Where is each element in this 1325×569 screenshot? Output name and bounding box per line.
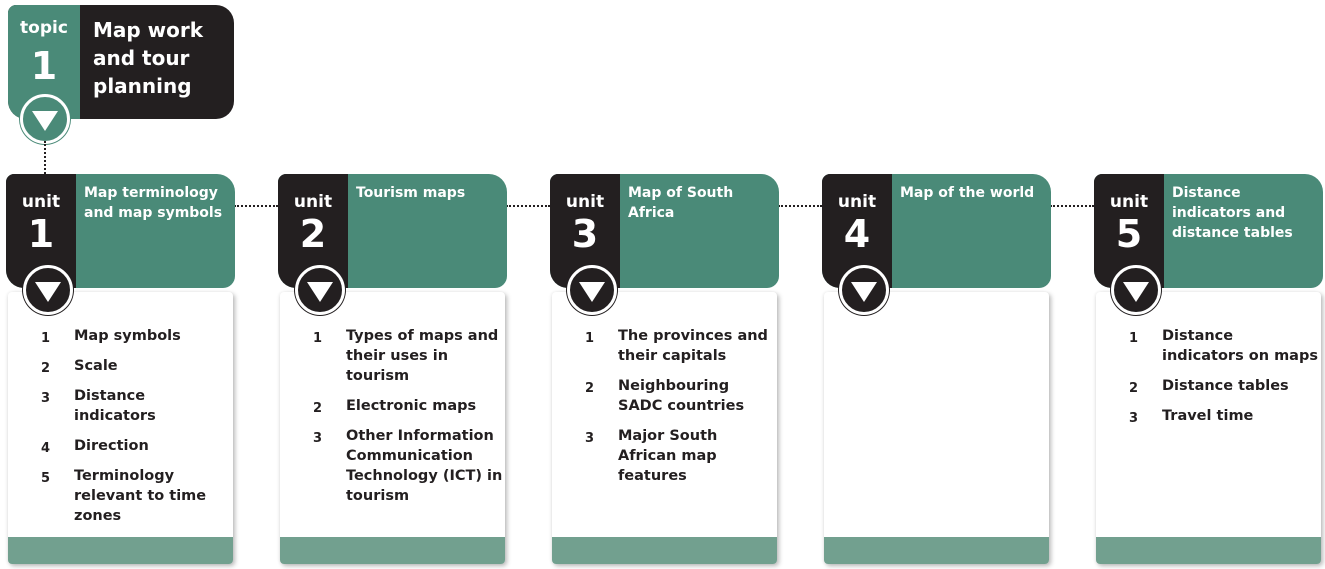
unit-number: 5 xyxy=(1115,212,1143,256)
unit-connector xyxy=(778,205,822,207)
unit-card xyxy=(8,292,233,564)
item-number: 5 xyxy=(41,471,51,486)
unit-expand-button[interactable] xyxy=(23,265,73,315)
item-number: 1 xyxy=(313,331,323,346)
unit-number: 3 xyxy=(571,212,599,256)
unit-label: unit xyxy=(565,192,605,212)
item-number: 3 xyxy=(585,431,595,446)
topic-label: topic xyxy=(20,18,68,38)
unit-label: unit xyxy=(837,192,877,212)
unit-title: Map terminology and map symbols xyxy=(84,185,223,221)
item-number: 2 xyxy=(313,401,323,416)
item-text: The provinces and their capitals xyxy=(618,328,768,364)
triangle-down-icon xyxy=(851,282,877,302)
unit-title: Distance indicators and distance tables xyxy=(1172,185,1293,241)
item-text: Scale xyxy=(74,358,118,374)
topic-number: 1 xyxy=(30,44,58,88)
unit-list-item: 2 Distance tables xyxy=(1129,376,1319,396)
unit-card-footer xyxy=(8,537,233,564)
unit-list-item: 3 Other Information Communication Technol… xyxy=(313,426,503,506)
unit-connector xyxy=(234,205,278,207)
unit-card xyxy=(1096,292,1321,564)
unit-expand-button[interactable] xyxy=(295,265,345,315)
item-number: 2 xyxy=(41,361,51,376)
unit-title: Tourism maps xyxy=(356,185,466,201)
topic-connector xyxy=(44,141,46,174)
triangle-down-icon xyxy=(579,282,605,302)
item-number: 1 xyxy=(585,331,595,346)
unit-card-footer xyxy=(824,537,1049,564)
item-text: Terminology relevant to time zones xyxy=(74,468,207,524)
unit-card-footer xyxy=(280,537,505,564)
unit-title: Map of the world xyxy=(900,185,1035,201)
item-text: Other Information Communication Technolo… xyxy=(346,428,503,504)
unit-topic-list: 1 Map symbols 2 Scale 3 Distance indicators 4 D… xyxy=(41,326,231,536)
triangle-down-icon xyxy=(35,282,61,302)
item-text: Travel time xyxy=(1162,408,1254,424)
item-text: Distance tables xyxy=(1162,378,1289,394)
unit-number: 1 xyxy=(27,212,55,256)
unit-label: unit xyxy=(21,192,61,212)
item-text: Neighbouring SADC countries xyxy=(618,378,745,414)
triangle-down-icon xyxy=(32,111,58,131)
item-number: 1 xyxy=(1129,331,1139,346)
unit-number: 4 xyxy=(843,212,871,256)
unit-list-item: 1 Types of maps and their uses in tourism xyxy=(313,326,503,386)
item-text: Distance indicators xyxy=(74,388,156,424)
unit-label: unit xyxy=(293,192,333,212)
unit-connector xyxy=(506,205,550,207)
item-text: Major South African map features xyxy=(618,428,718,484)
unit-list-item: 1 Distance indicators on maps xyxy=(1129,326,1319,366)
unit-expand-button[interactable] xyxy=(1111,265,1161,315)
unit-card xyxy=(552,292,777,564)
unit-expand-button[interactable] xyxy=(567,265,617,315)
triangle-down-icon xyxy=(1123,282,1149,302)
item-text: Distance indicators on maps xyxy=(1162,328,1318,364)
item-text: Direction xyxy=(74,438,149,454)
unit-title: Map of South Africa xyxy=(628,185,734,221)
unit-list-item: 2 Scale xyxy=(41,356,231,376)
unit-topic-list: 1 Distance indicators on maps 2 Distance ta… xyxy=(1129,326,1319,436)
unit-card-footer xyxy=(1096,537,1321,564)
item-number: 2 xyxy=(585,381,595,396)
item-number: 4 xyxy=(41,441,51,456)
unit-label: unit xyxy=(1109,192,1149,212)
unit-connector xyxy=(1050,205,1094,207)
topic-title: Map work and tour planning xyxy=(93,18,204,98)
unit-card xyxy=(824,292,1049,564)
item-text: Types of maps and their uses in tourism xyxy=(346,328,499,384)
item-number: 1 xyxy=(41,331,51,346)
unit-list-item: 3 Travel time xyxy=(1129,406,1319,426)
unit-list-item: 3 Major South African map features xyxy=(585,426,775,486)
unit-list-item: 5 Terminology relevant to time zones xyxy=(41,466,231,526)
unit-list-item: 1 Map symbols xyxy=(41,326,231,346)
topic-expand-button[interactable] xyxy=(20,94,70,144)
unit-topic-list: 1 Types of maps and their uses in tourism… xyxy=(313,326,503,516)
unit-list-item: 1 The provinces and their capitals xyxy=(585,326,775,366)
unit-expand-button[interactable] xyxy=(839,265,889,315)
unit-list-item: 2 Neighbouring SADC countries xyxy=(585,376,775,416)
unit-card xyxy=(280,292,505,564)
item-text: Electronic maps xyxy=(346,398,477,414)
unit-list-item: 4 Direction xyxy=(41,436,231,456)
unit-topic-list: 1 The provinces and their capitals 2 Neighb… xyxy=(585,326,775,496)
item-number: 3 xyxy=(41,391,51,406)
item-number: 3 xyxy=(1129,411,1139,426)
item-number: 3 xyxy=(313,431,323,446)
unit-number: 2 xyxy=(299,212,327,256)
item-text: Map symbols xyxy=(74,328,181,344)
unit-list-item: 2 Electronic maps xyxy=(313,396,503,416)
unit-list-item: 3 Distance indicators xyxy=(41,386,231,426)
triangle-down-icon xyxy=(307,282,333,302)
unit-card-footer xyxy=(552,537,777,564)
item-number: 2 xyxy=(1129,381,1139,396)
